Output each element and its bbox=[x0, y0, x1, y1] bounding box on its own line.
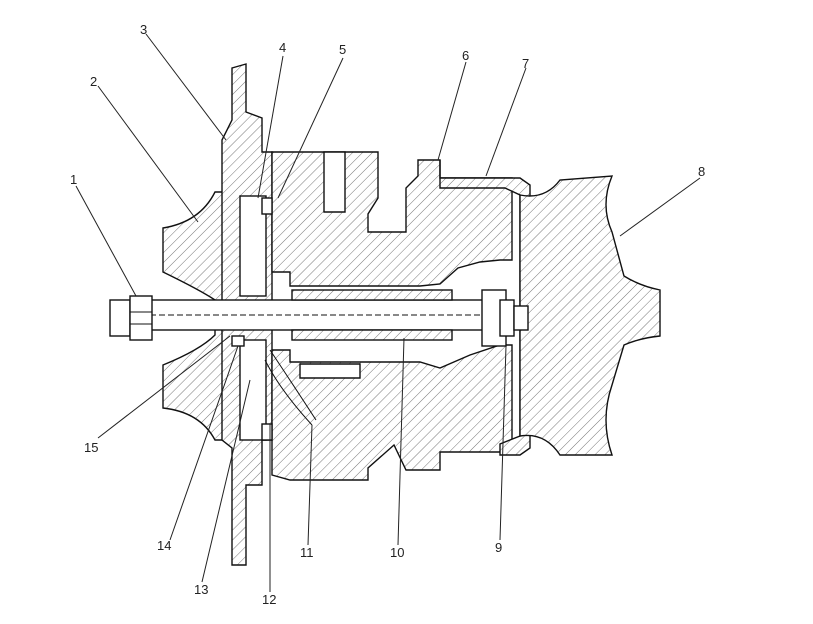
leader-4 bbox=[257, 55, 284, 199]
callout-14: 14 bbox=[157, 538, 171, 553]
leader-13 bbox=[201, 379, 251, 583]
callout-10: 10 bbox=[390, 545, 404, 560]
turbine-seal-ring bbox=[481, 289, 529, 347]
callout-5: 5 bbox=[339, 42, 346, 57]
callout-1: 1 bbox=[70, 172, 77, 187]
leader-9 bbox=[499, 345, 507, 541]
callout-11: 11 bbox=[300, 545, 314, 560]
leader-lines bbox=[75, 33, 701, 592]
leader-11 bbox=[307, 424, 313, 546]
thrust-bearing-assembly bbox=[231, 195, 273, 441]
oil-deflector bbox=[264, 349, 317, 426]
callout-7: 7 bbox=[522, 56, 529, 71]
leader-5 bbox=[277, 57, 344, 199]
shaft-nut bbox=[109, 295, 153, 341]
callout-13: 13 bbox=[194, 582, 208, 597]
shaft bbox=[149, 299, 507, 331]
leader-8 bbox=[619, 177, 701, 237]
callout-12: 12 bbox=[262, 592, 276, 607]
compressor-wheel bbox=[162, 191, 233, 441]
callout-6: 6 bbox=[462, 48, 469, 63]
callout-3: 3 bbox=[140, 22, 147, 37]
leader-2 bbox=[97, 85, 199, 223]
leader-15 bbox=[97, 335, 231, 439]
callout-15: 15 bbox=[84, 440, 98, 455]
leader-7 bbox=[485, 67, 527, 177]
leader-1 bbox=[75, 185, 137, 297]
callout-4: 4 bbox=[279, 40, 286, 55]
callout-8: 8 bbox=[698, 164, 705, 179]
leader-10 bbox=[397, 337, 405, 546]
leader-6 bbox=[437, 61, 467, 161]
callout-9: 9 bbox=[495, 540, 502, 555]
callout-labels: 1 2 3 4 5 6 7 8 9 10 11 12 13 14 15 bbox=[70, 22, 705, 607]
leader-14 bbox=[169, 345, 239, 541]
leader-3 bbox=[145, 33, 227, 141]
callout-2: 2 bbox=[90, 74, 97, 89]
bearing-sleeve bbox=[291, 289, 453, 341]
turbine-wheel bbox=[519, 175, 661, 456]
